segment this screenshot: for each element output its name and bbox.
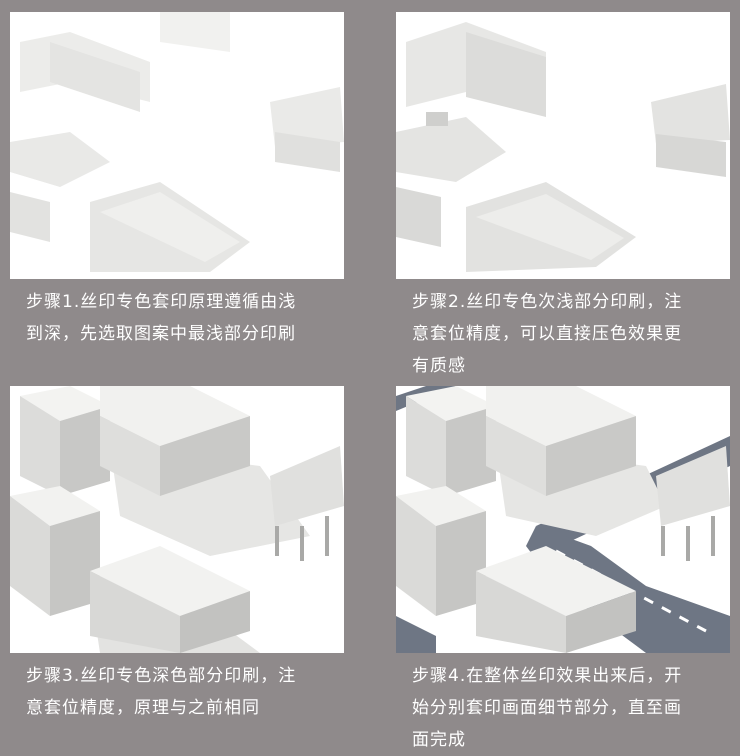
step4-caption: 步骤4.在整体丝印效果出来后，开 始分别套印画面细节部分，直至画 面完成 <box>412 660 732 756</box>
step3-caption: 步骤3.丝印专色深色部分印刷，注 意套位精度，原理与之前相同 <box>26 660 346 724</box>
step1-caption-line1: 步骤1.丝印专色套印原理遵循由浅 <box>26 292 297 312</box>
step2-caption-line3: 有质感 <box>412 356 466 376</box>
step4-caption-line2: 始分别套印画面细节部分，直至画 <box>412 698 682 718</box>
step3-caption-line1: 步骤3.丝印专色深色部分印刷，注 <box>26 666 297 686</box>
step3-image <box>10 386 344 653</box>
step2-caption-line1: 步骤2.丝印专色次浅部分印刷，注 <box>412 292 683 312</box>
step2-caption: 步骤2.丝印专色次浅部分印刷，注 意套位精度，可以直接压色效果更 有质感 <box>412 286 732 382</box>
step4-caption-line1: 步骤4.在整体丝印效果出来后，开 <box>412 666 683 686</box>
step3-caption-line2: 意套位精度，原理与之前相同 <box>26 698 260 718</box>
step1-caption: 步骤1.丝印专色套印原理遵循由浅 到深，先选取图案中最浅部分印刷 <box>26 286 346 350</box>
step1-caption-line2: 到深，先选取图案中最浅部分印刷 <box>26 324 296 344</box>
step4-caption-line3: 面完成 <box>412 730 466 750</box>
step2-caption-line2: 意套位精度，可以直接压色效果更 <box>412 324 682 344</box>
step2-image <box>396 12 730 279</box>
step4-image <box>396 386 730 653</box>
step1-image <box>10 12 344 279</box>
